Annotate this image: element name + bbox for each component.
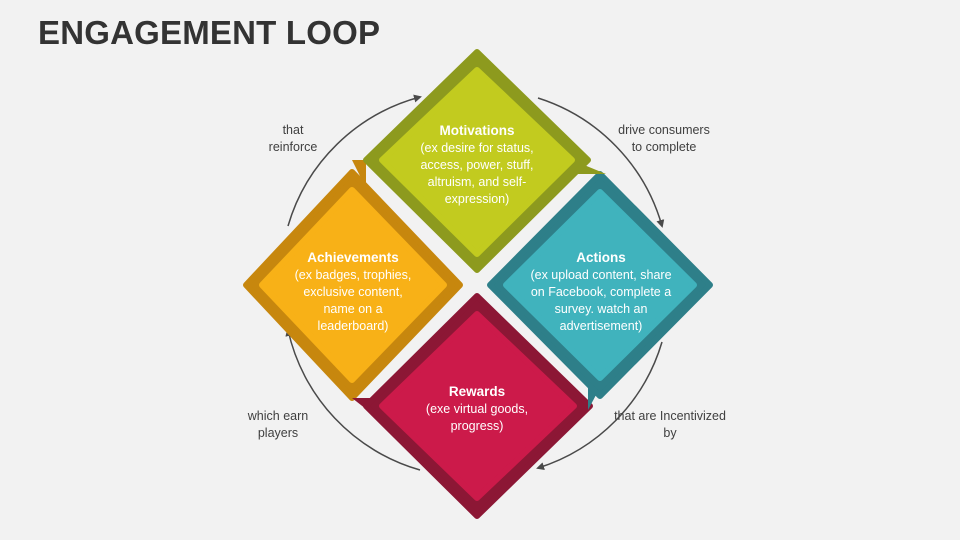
loop-arrows <box>285 94 665 471</box>
page-title: ENGAGEMENT LOOP <box>38 14 381 51</box>
actions-diamond <box>487 171 713 410</box>
connector-top-right: drive consumers to complete <box>618 123 710 154</box>
connector-top-left: that reinforce <box>268 123 318 154</box>
actions-body: (ex upload content, share on Facebook, c… <box>530 268 672 333</box>
arrow-bottom-right <box>536 341 663 471</box>
actions-label: Actions (ex upload content, share on Fac… <box>523 249 679 335</box>
achievements-heading: Achievements <box>307 250 399 265</box>
actions-inner <box>503 189 697 381</box>
achievements-label: Achievements (ex badges, trophies, exclu… <box>290 249 416 335</box>
arrow-bottom-left <box>285 328 421 471</box>
motivations-diamond <box>363 49 606 273</box>
rewards-label: Rewards (exe virtual goods, progress) <box>422 383 532 435</box>
motivations-heading: Motivations <box>439 123 515 138</box>
actions-heading: Actions <box>576 250 626 265</box>
arrow-top-left <box>287 94 422 227</box>
motivations-label: Motivations (ex desire for status, acces… <box>405 122 549 208</box>
rewards-heading: Rewards <box>448 384 506 399</box>
rewards-inner <box>379 311 577 501</box>
achievements-body: (ex badges, trophies, exclusive content,… <box>294 268 412 333</box>
connector-bottom-left: which earn players <box>247 409 309 440</box>
achievements-inner <box>259 187 447 383</box>
motivations-body: (ex desire for status, access, power, st… <box>420 141 534 206</box>
rewards-diamond <box>352 293 593 519</box>
arrow-top-right <box>537 97 665 228</box>
motivations-inner <box>379 67 575 257</box>
rewards-body: (exe virtual goods, progress) <box>425 402 529 433</box>
connector-bottom-right: that are Incentivized by <box>614 409 726 440</box>
